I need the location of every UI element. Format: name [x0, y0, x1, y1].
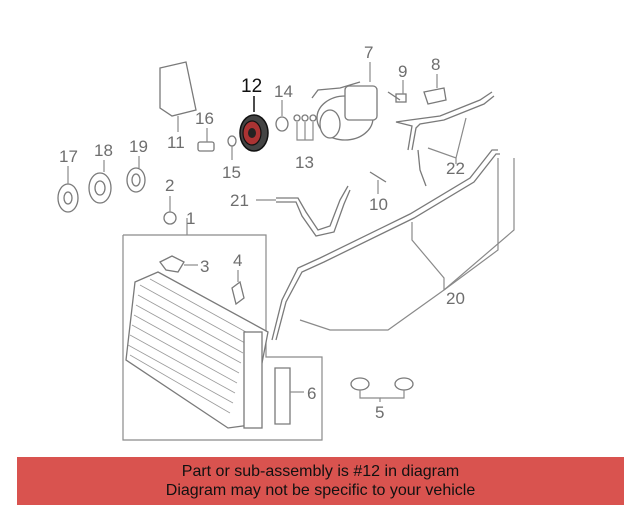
- banner-line-part: Part or sub-assembly is #12 in diagram: [181, 463, 460, 480]
- cap-part-2[interactable]: [163, 196, 177, 225]
- bolt-part-16[interactable]: [197, 128, 215, 152]
- callout-9: 9: [398, 62, 407, 81]
- callout-11: 11: [167, 133, 185, 152]
- callout-13: 13: [295, 153, 314, 172]
- callout-20: 20: [446, 289, 465, 308]
- callout-7: 7: [364, 43, 373, 62]
- fitting-part-9[interactable]: [387, 80, 407, 103]
- bolt-part-15[interactable]: [227, 135, 237, 160]
- bolt-part-10[interactable]: [369, 171, 387, 194]
- bracket-part-3[interactable]: [159, 255, 198, 273]
- bracket-part-11[interactable]: [159, 61, 197, 132]
- callout-19: 19: [129, 137, 148, 156]
- callout-12: 12: [241, 76, 262, 97]
- callout-16: 16: [195, 109, 214, 128]
- callout-4: 4: [233, 251, 242, 270]
- shim-part-14[interactable]: [275, 100, 289, 132]
- bracket-part-8[interactable]: [423, 74, 447, 105]
- callout-2: 2: [165, 176, 174, 195]
- callout-10: 10: [369, 195, 388, 214]
- parts-diagram: 1 2 3 4 5 6 7 8 9 10 11 12 13 14 15 16 1…: [57, 43, 515, 441]
- bracket-part-4[interactable]: [231, 270, 245, 306]
- liquid-line-part-20[interactable]: [271, 149, 515, 341]
- receiver-dryer-part-6[interactable]: [274, 367, 304, 425]
- callout-8: 8: [431, 55, 440, 74]
- condenser-core[interactable]: [125, 271, 269, 429]
- callout-6: 6: [307, 384, 316, 403]
- coil-part-19[interactable]: [126, 156, 146, 193]
- pulley-part-17[interactable]: [57, 166, 79, 213]
- compressor-part-7[interactable]: [311, 62, 378, 141]
- callout-5: 5: [375, 403, 384, 422]
- callout-22: 22: [446, 159, 465, 178]
- part-info-banner: Part or sub-assembly is #12 in diagram D…: [17, 457, 624, 505]
- condenser-frame: [122, 218, 323, 441]
- suction-hose-part-22[interactable]: [395, 91, 495, 187]
- callout-15: 15: [222, 163, 241, 182]
- callout-14: 14: [274, 82, 293, 101]
- banner-line-disclaimer: Diagram may not be specific to your vehi…: [165, 482, 476, 499]
- callout-18: 18: [94, 141, 113, 160]
- callout-21: 21: [230, 191, 249, 210]
- washer-part-13[interactable]: [293, 114, 317, 141]
- callout-17: 17: [59, 147, 78, 166]
- callout-1: 1: [186, 209, 195, 228]
- callout-3: 3: [200, 257, 209, 276]
- hose-part-21[interactable]: [256, 185, 351, 237]
- grommet-part-5[interactable]: [350, 377, 414, 402]
- pulley-part-18[interactable]: [88, 160, 112, 204]
- clutch-assembly-part-12[interactable]: [239, 96, 269, 152]
